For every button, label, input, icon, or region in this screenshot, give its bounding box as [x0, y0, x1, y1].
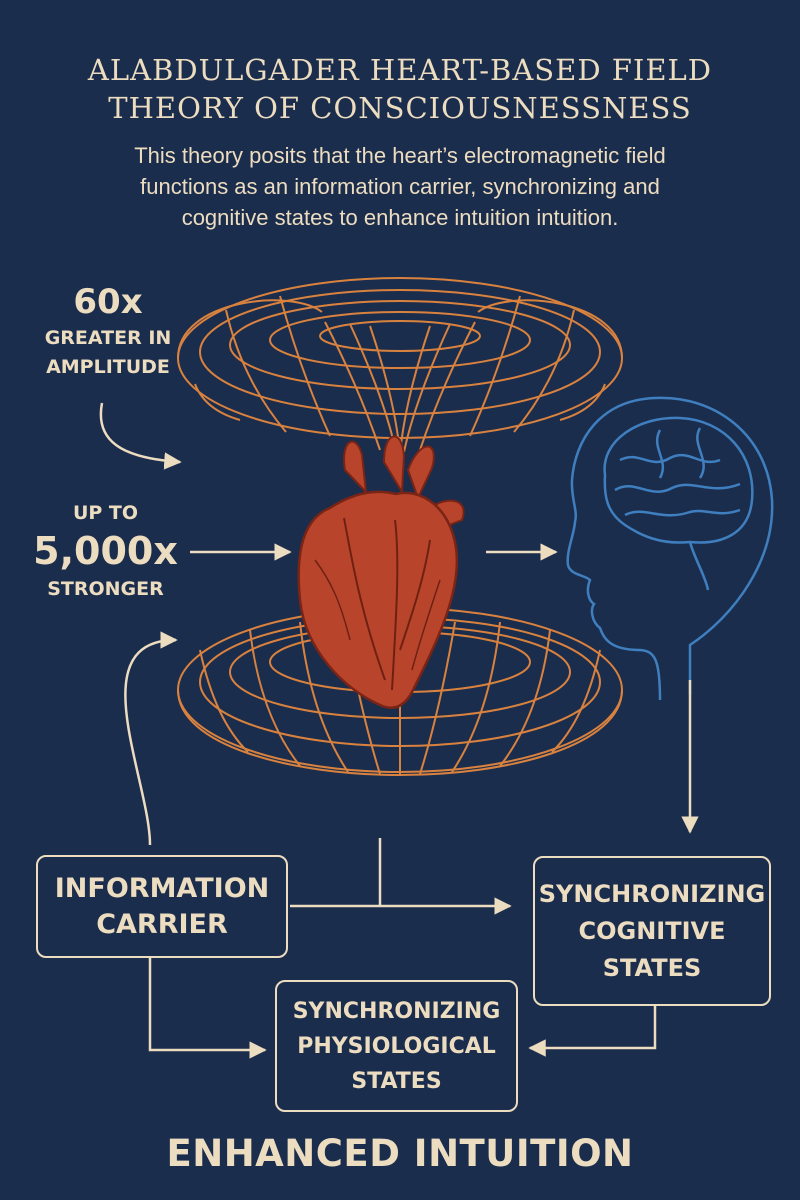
title-line-2: THEORY OF CONSCIOUSNESSNESS: [108, 91, 692, 125]
amplitude-arrow: [99, 402, 182, 470]
amplitude-stat: 60x GREATER IN AMPLITUDE: [38, 280, 178, 382]
strength-suffix: STRONGER: [47, 578, 164, 600]
strength-value: 5,000x: [33, 529, 178, 573]
strength-prefix: UP TO: [72, 502, 139, 524]
cognitive-states-box: SYNCHRONIZING COGNITIVE STATES: [533, 856, 771, 1006]
intro-text: This theory posits that the heart’s elec…: [60, 140, 740, 233]
cognitive-states-line-1: SYNCHRONIZING: [538, 879, 766, 908]
carrier-to-physiological-arrow: [148, 958, 267, 1059]
information-carrier-line-2: CARRIER: [96, 908, 228, 940]
carrier-feedback-arrow: [124, 631, 178, 846]
physiological-states-box: SYNCHRONIZING PHYSIOLOGICAL STATES: [275, 980, 518, 1112]
intro-line-1: This theory posits that the heart’s elec…: [134, 143, 666, 168]
cognitive-states-line-2: COGNITIVE: [578, 916, 726, 945]
amplitude-label-2: AMPLITUDE: [46, 356, 170, 378]
footer-title: ENHANCED INTUITION: [166, 1132, 634, 1175]
amplitude-label-1: GREATER IN: [44, 327, 172, 349]
heart-icon: [297, 435, 465, 709]
information-carrier-box: INFORMATION CARRIER: [36, 855, 288, 958]
cognitive-states-line-3: STATES: [602, 953, 702, 982]
intro-line-2: functions as an information carrier, syn…: [140, 174, 660, 199]
cognitive-to-physiological-arrow: [528, 1006, 657, 1057]
information-carrier-line-1: INFORMATION: [54, 872, 270, 904]
strength-stat: UP TO 5,000x STRONGER: [28, 500, 183, 602]
title-line-1: ALABDULGADER HEART-BASED FIELD: [87, 53, 713, 87]
physiological-states-line-3: STATES: [351, 1068, 442, 1094]
head-brain-icon: [566, 396, 774, 701]
physiological-states-line-2: PHYSIOLOGICAL: [297, 1033, 496, 1059]
physiological-states-line-1: SYNCHRONIZING: [292, 998, 501, 1024]
intro-line-3: cognitive states to enhance intuition in…: [181, 205, 619, 230]
upper-field-torus-icon: [177, 277, 623, 455]
amplitude-value: 60x: [73, 282, 143, 322]
